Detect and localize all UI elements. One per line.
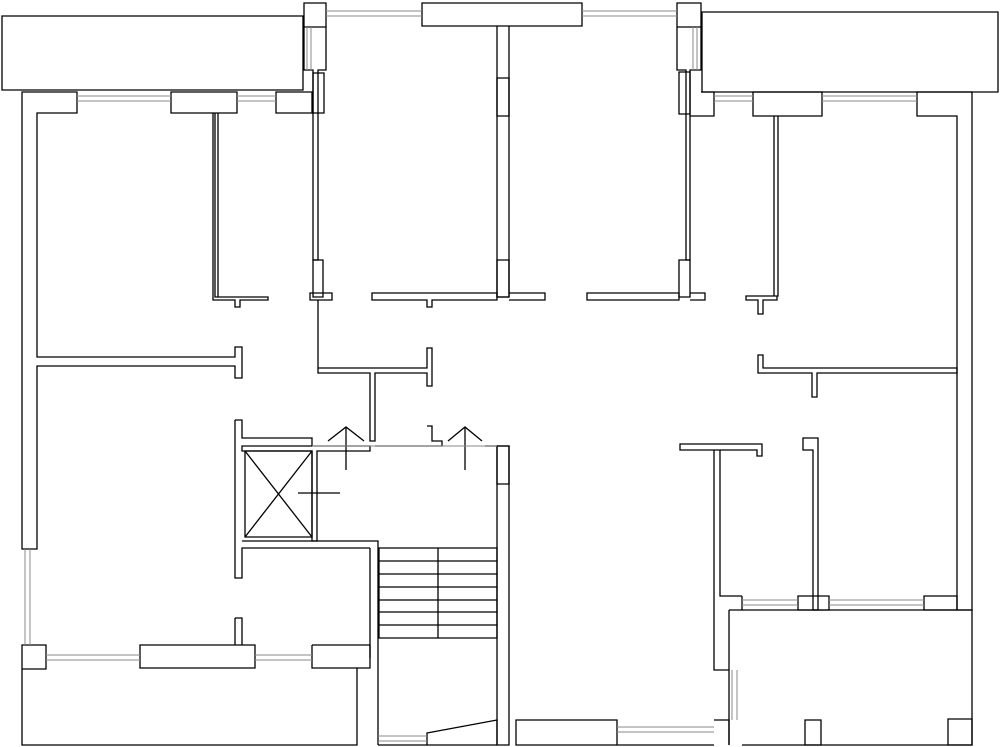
up-arrow-icon — [328, 427, 364, 470]
elevator-shaft-x-icon — [245, 451, 312, 537]
up-arrow-icon — [448, 427, 482, 470]
central-corridor-wall — [378, 446, 617, 745]
right-wing-walls — [617, 92, 972, 745]
window-glazing-icon — [25, 11, 924, 741]
balcony-top-right — [702, 12, 998, 92]
elevator-shaft — [242, 426, 497, 541]
elevator-shaft-x-icon — [245, 451, 312, 537]
top-center-block — [304, 3, 701, 297]
balcony-top-left — [2, 16, 303, 90]
left-wing-walls — [22, 92, 432, 745]
stair-flight-icon — [379, 548, 497, 638]
corridor-partitions — [372, 293, 705, 307]
